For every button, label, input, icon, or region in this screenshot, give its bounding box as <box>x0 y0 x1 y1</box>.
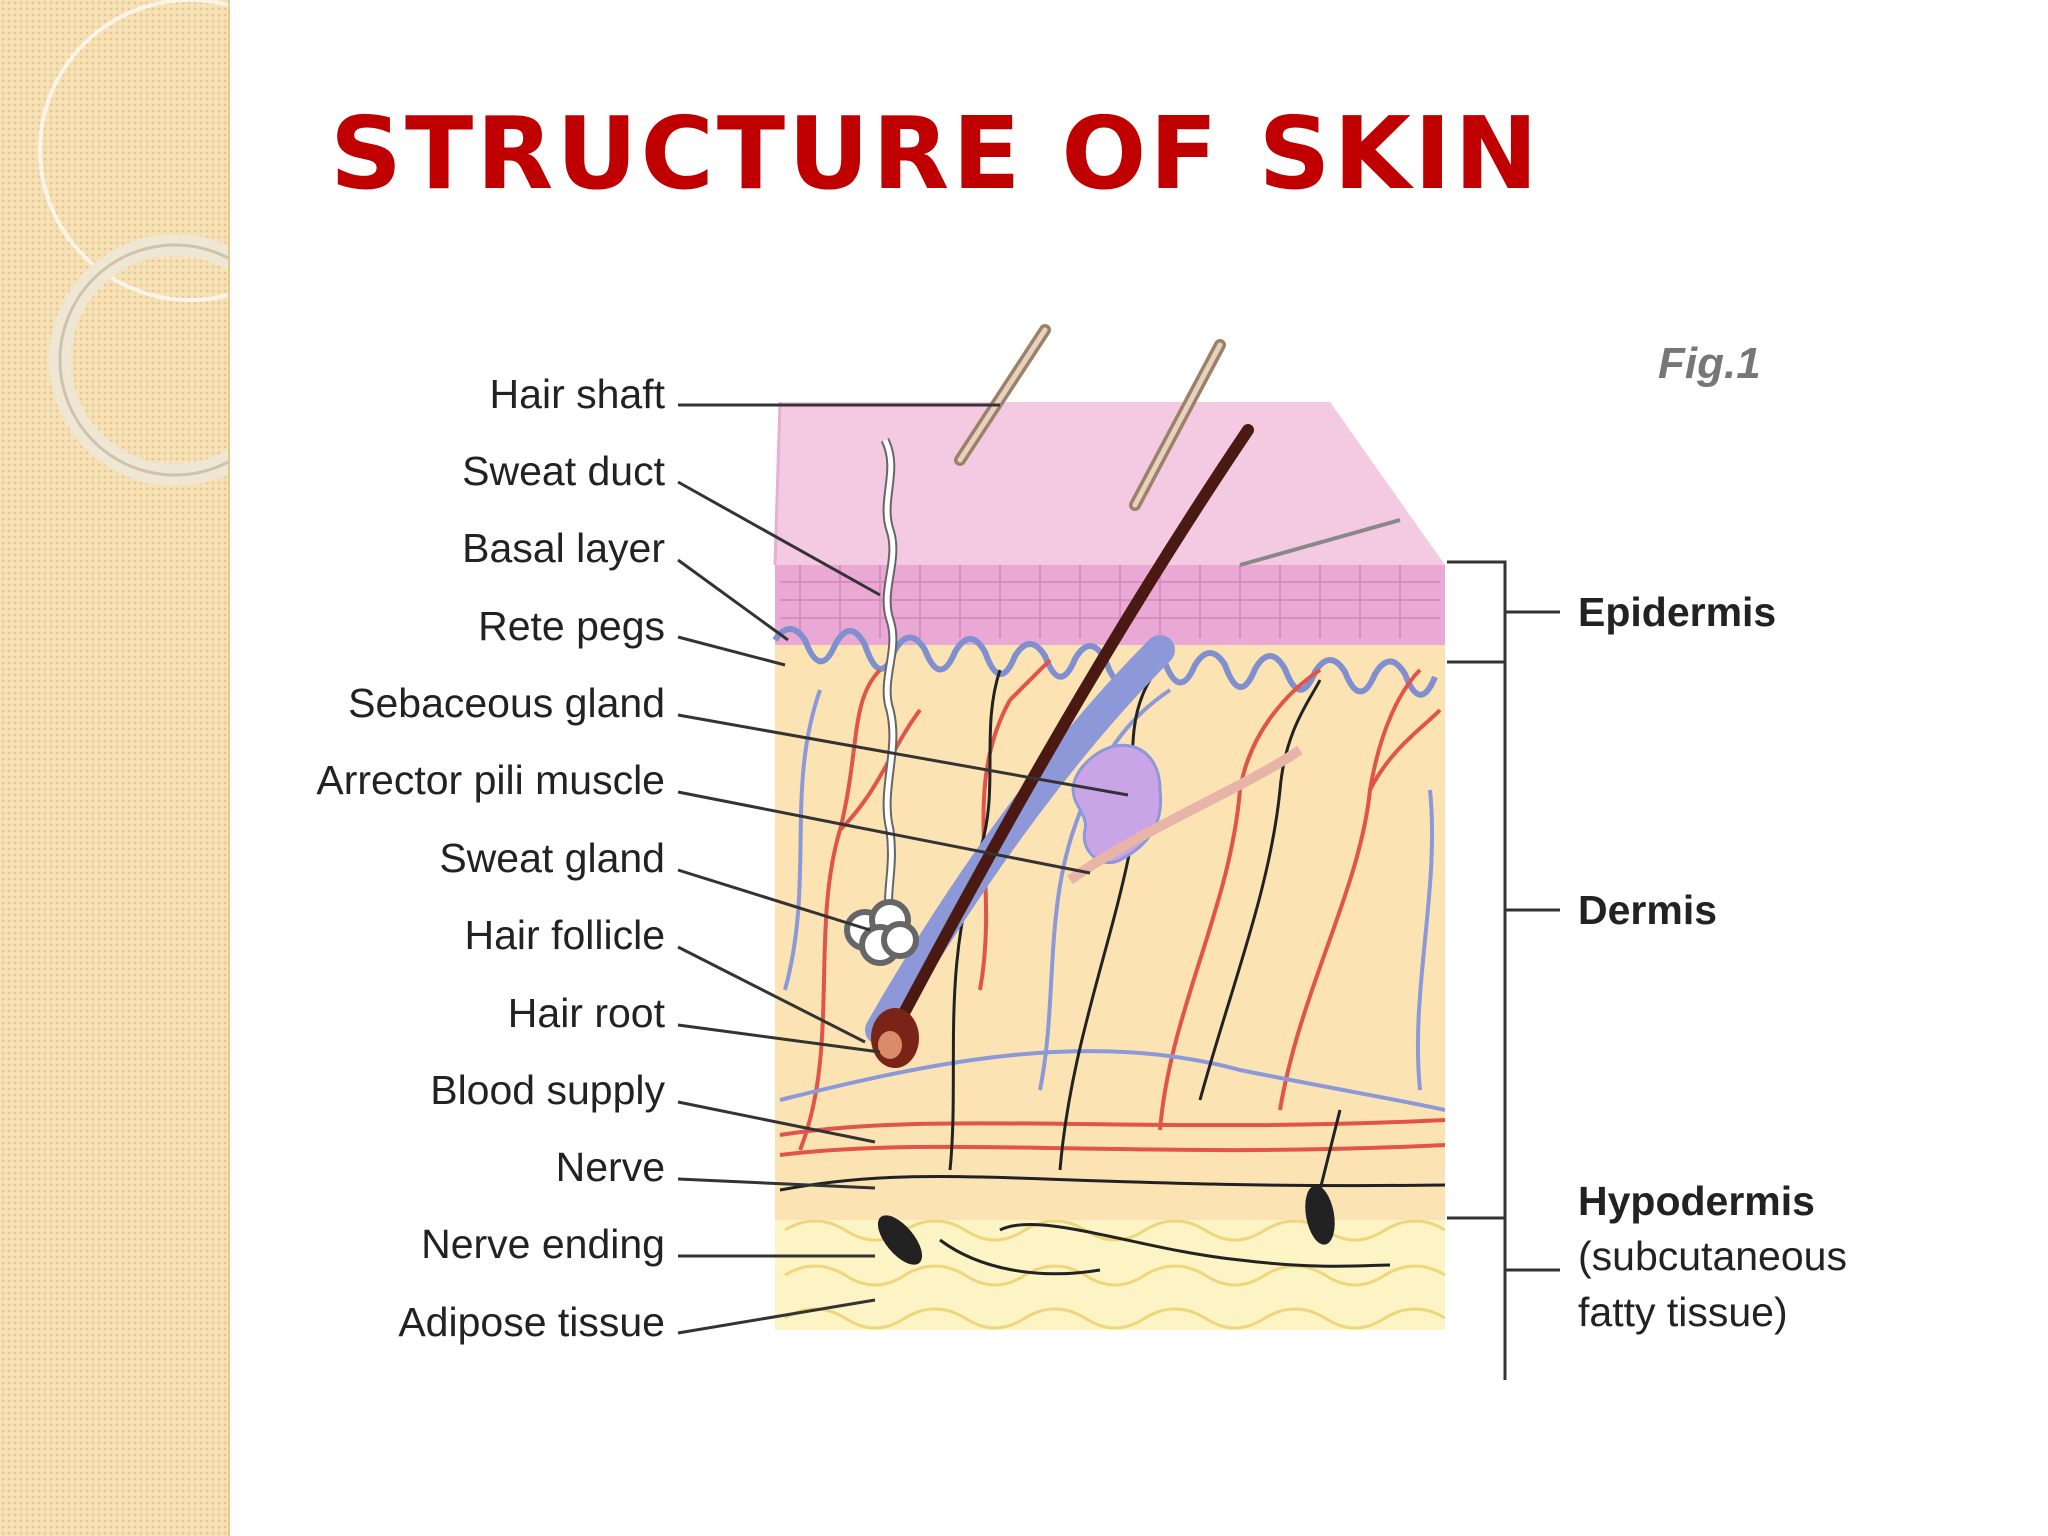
surface-crease <box>1239 518 1401 567</box>
label-sweat-duct: Sweat duct <box>462 448 665 494</box>
label-sebaceous-gland: Sebaceous gland <box>348 680 665 726</box>
leader-hair-follicle <box>677 945 866 1044</box>
leader-sweat-gland <box>677 868 871 932</box>
label-hair-root: Hair root <box>508 990 666 1036</box>
label-sweat-gland: Sweat gland <box>439 835 665 881</box>
skin-diagram: Fig.1 <box>240 230 1890 1410</box>
label-basal-layer: Basal layer <box>462 525 665 571</box>
surface-hair-2-highlight <box>1132 342 1223 508</box>
decorative-rings <box>38 0 228 486</box>
label-arrector-pili-muscle: Arrector pili muscle <box>316 757 665 803</box>
leader-hair-root <box>677 1023 881 1054</box>
nerve-ending-right <box>1305 1185 1335 1245</box>
label-hair-shaft: Hair shaft <box>490 371 666 417</box>
label-rete-pegs: Rete pegs <box>478 603 665 649</box>
skin-surface <box>775 402 1445 565</box>
leader-sebaceous-gland <box>677 713 1129 797</box>
label-dermis: Dermis <box>1578 887 1717 933</box>
leader-nerve <box>677 1177 876 1190</box>
label-epidermis: Epidermis <box>1578 589 1776 635</box>
layer-brackets <box>1447 560 1560 1380</box>
label-hypodermis-note-2: fatty tissue) <box>1578 1289 1788 1335</box>
hypodermis-layer <box>775 1215 1445 1330</box>
label-hypodermis: Hypodermis <box>1578 1178 1815 1224</box>
label-adipose-tissue: Adipose tissue <box>398 1299 665 1345</box>
hair-shaft-shape <box>889 424 1254 1036</box>
surface-hair-1-highlight <box>957 327 1048 463</box>
label-blood-supply: Blood supply <box>430 1067 665 1113</box>
label-hair-follicle: Hair follicle <box>465 912 666 958</box>
epidermis-cell-layer <box>775 565 1445 645</box>
leader-sweat-duct <box>677 480 881 597</box>
label-nerve-ending: Nerve ending <box>421 1221 665 1267</box>
leader-rete-pegs <box>677 635 786 667</box>
sweat-gland-shape <box>844 899 919 966</box>
leader-basal-layer <box>677 558 789 642</box>
arrector-pili-shape <box>1067 745 1303 885</box>
hair-papilla <box>878 1031 902 1059</box>
figure-label: Fig.1 <box>1658 339 1761 388</box>
leader-arrector-pili <box>677 790 1091 875</box>
leader-lines <box>677 403 1129 1335</box>
sweat-duct-inner <box>882 438 896 921</box>
label-hypodermis-note-1: (subcutaneous <box>1578 1233 1847 1279</box>
nerve-ending-left <box>877 1215 923 1265</box>
skin-diagram-svg: Fig.1 <box>316 324 1847 1380</box>
label-nerve: Nerve <box>556 1144 665 1190</box>
slide-title: STRUCTURE OF SKIN <box>330 95 1541 212</box>
decorative-sidebar <box>0 0 230 1536</box>
leader-blood-supply <box>677 1100 876 1144</box>
bracket-spine <box>1447 560 1507 1380</box>
leader-adipose-tissue <box>677 1298 876 1335</box>
